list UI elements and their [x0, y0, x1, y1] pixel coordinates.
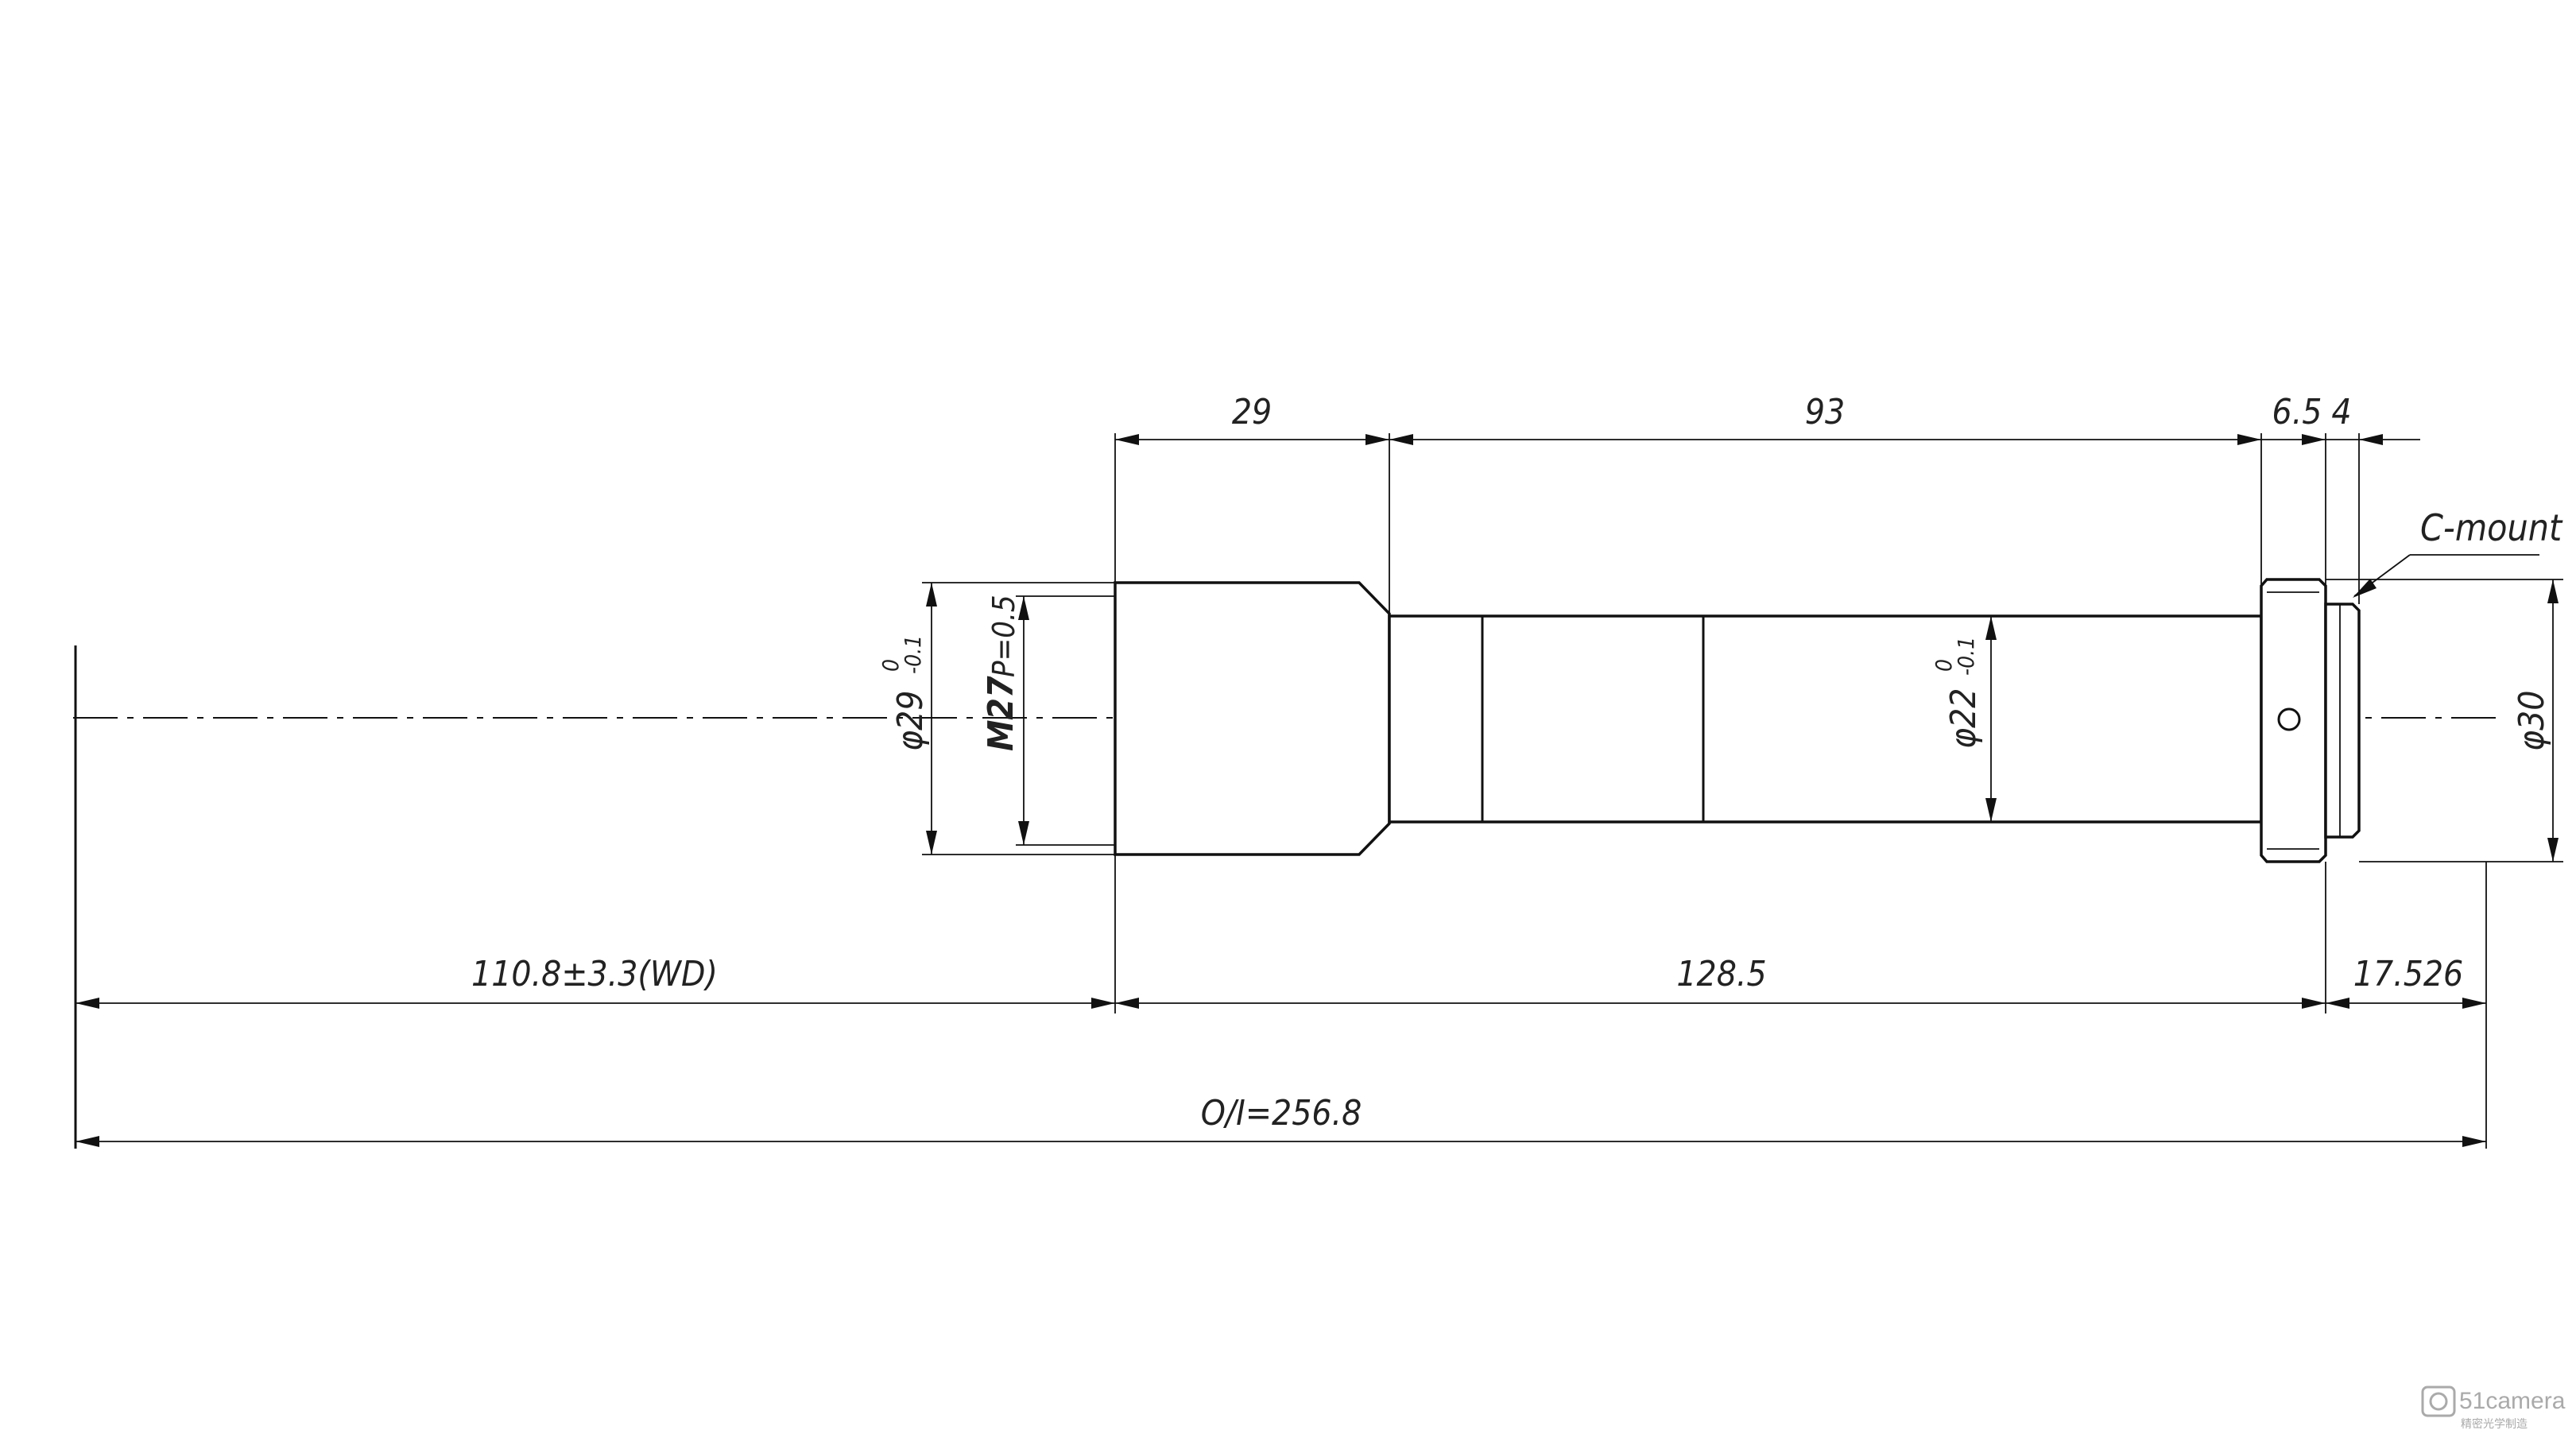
svg-text:P=0.5: P=0.5: [986, 595, 1021, 677]
main-barrel: [1388, 614, 2263, 824]
svg-text:0: 0: [877, 659, 904, 672]
barrel-diameter-label: φ22: [1943, 688, 1984, 749]
front-diameter-label: φ29: [890, 691, 931, 751]
bottom-dimensions: [76, 855, 2487, 1149]
dim-total-length: O/I=256.8: [1201, 1093, 1362, 1134]
rear-diameter-label: φ30: [2512, 691, 2552, 751]
svg-text:-0.1: -0.1: [1953, 637, 1979, 676]
rear-diameter-dim: [2326, 579, 2563, 862]
c-mount-label: C-mount: [2420, 506, 2563, 549]
c-mount-leader: [2353, 554, 2539, 598]
barrel-tol-upper: 0: [1931, 659, 1957, 672]
thread-label: M27: [981, 676, 1021, 751]
dim-working-distance: 110.8±3.3(WD): [471, 954, 718, 994]
dim-6-5: 6.5: [2272, 392, 2322, 432]
svg-text:φ22: φ22: [1943, 688, 1984, 749]
barrel-diameter-dim: [1985, 616, 1997, 822]
front-tol-lower: -0.1: [900, 635, 926, 674]
barrel-tol-lower: -0.1: [1953, 637, 1979, 676]
dim-17-526: 17.526: [2353, 954, 2463, 994]
front-barrel: [1114, 581, 1391, 856]
dim-128-5: 128.5: [1676, 954, 1766, 994]
dim-4: 4: [2331, 392, 2351, 432]
svg-text:0: 0: [1931, 659, 1957, 672]
svg-text:精密光学制造: 精密光学制造: [2461, 1417, 2528, 1430]
svg-text:φ29: φ29: [890, 691, 931, 751]
dim-29: 29: [1232, 392, 1272, 432]
pitch-label: P=0.5: [986, 595, 1021, 677]
total-length-dim: [76, 1136, 2486, 1147]
svg-text:51camera: 51camera: [2459, 1388, 2566, 1414]
front-tol-upper: 0: [877, 659, 904, 672]
front-diameter-dims: [922, 582, 1115, 855]
svg-text:-0.1: -0.1: [900, 635, 926, 674]
svg-text:M27: M27: [981, 676, 1021, 751]
c-mount-thread: [2324, 603, 2361, 839]
svg-text:φ30: φ30: [2512, 691, 2552, 751]
set-screw-hole: [2277, 707, 2301, 731]
top-dimensions: [1114, 433, 2420, 614]
dim-93: 93: [1805, 392, 1845, 432]
rear-flange: [2260, 578, 2327, 863]
lens-body: [1114, 578, 2361, 863]
watermark-logo: 51camera 精密光学制造: [2421, 1386, 2566, 1430]
